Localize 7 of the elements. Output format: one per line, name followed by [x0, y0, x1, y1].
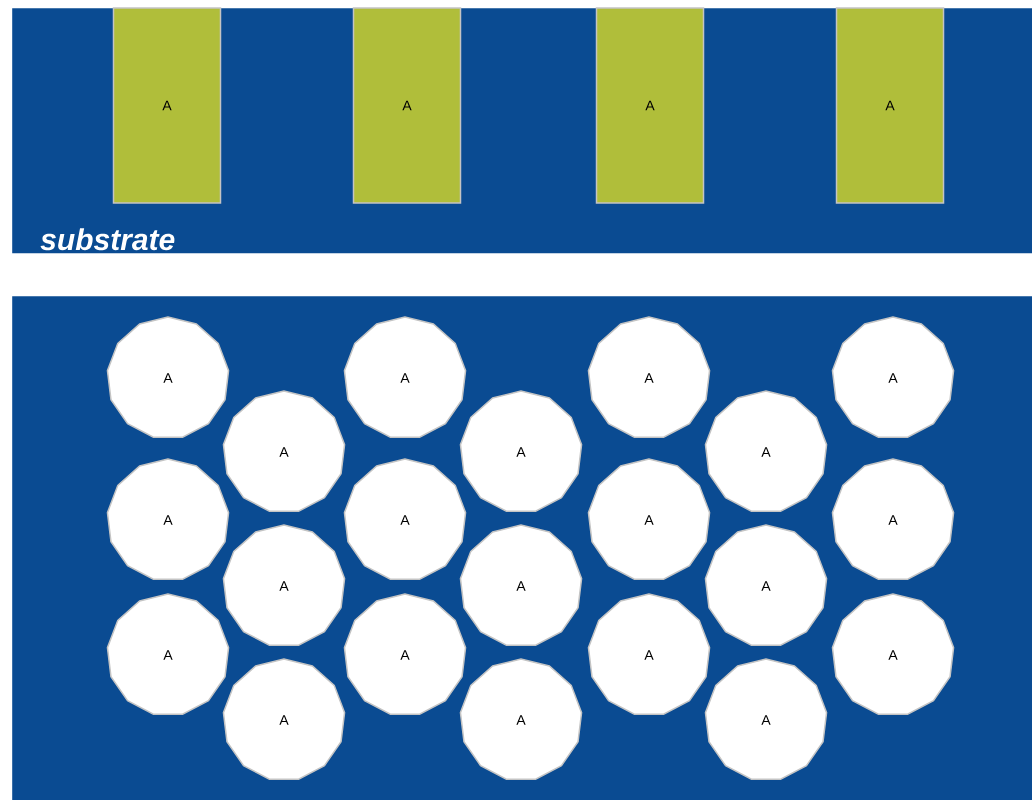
pad: A	[112, 7, 222, 204]
pad: A	[352, 7, 462, 204]
disc: A	[704, 658, 828, 780]
disc: A	[459, 658, 583, 780]
pad: A	[835, 7, 945, 204]
pad: A	[595, 7, 705, 204]
disc: A	[222, 658, 346, 780]
